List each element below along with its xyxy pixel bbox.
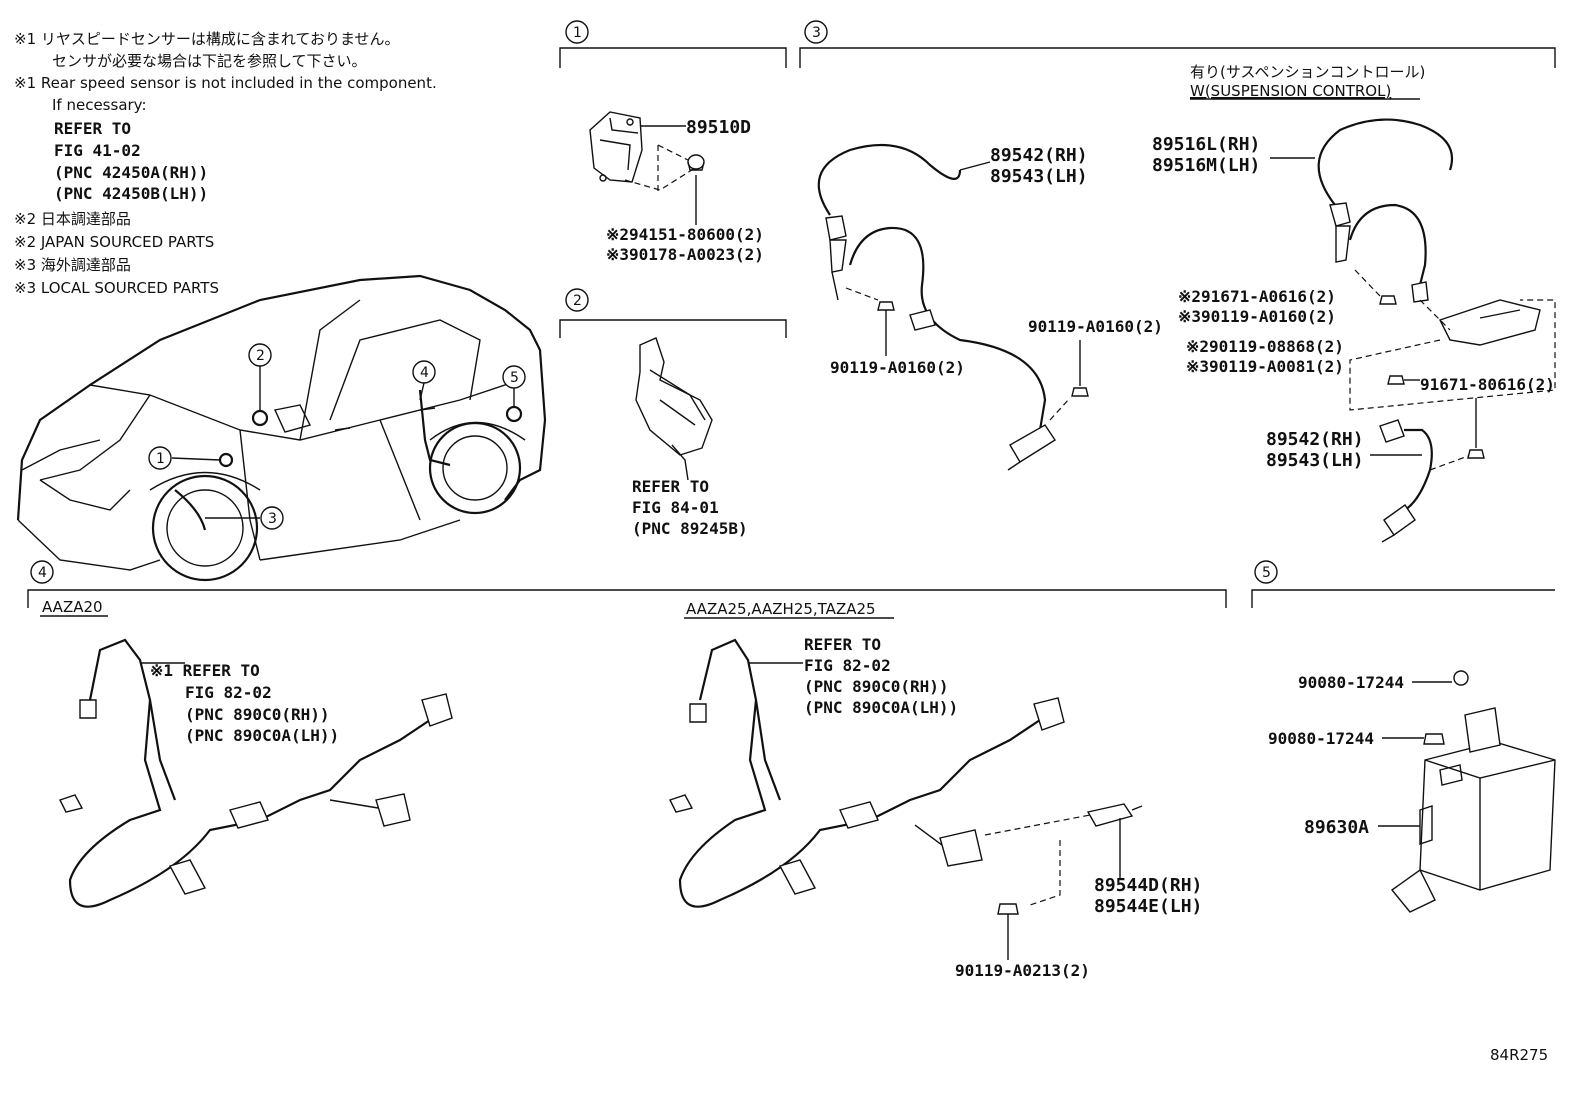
refer-sec4a-1: ※1 REFER TO <box>150 661 260 680</box>
section-1-number: 1 <box>573 25 582 41</box>
note-1-jp-a: ※1 リヤスピードセンサーは構成に含まれておりません。 <box>14 30 400 48</box>
section-5-number: 5 <box>1262 565 1271 581</box>
note-2-jp: ※2 日本調達部品 <box>14 210 131 228</box>
figure-id: 84R275 <box>1490 1046 1548 1064</box>
part-89543-lh-b: 89543(LH) <box>1266 450 1364 471</box>
section-4: 4 AAZA20 AAZA25,AAZH25,TAZA25 ※1 REFER T… <box>27 560 1227 980</box>
bolt-91671-80616: 91671-80616(2) <box>1420 375 1555 394</box>
variant-aaza20: AAZA20 <box>42 598 103 616</box>
refer-sec2-3: (PNC 89245B) <box>632 519 748 538</box>
notes-sourcing: ※2 日本調達部品 ※2 JAPAN SOURCED PARTS ※3 海外調達… <box>14 210 219 297</box>
part-89544E-lh: 89544E(LH) <box>1094 896 1202 917</box>
part-89516M-lh: 89516M(LH) <box>1152 155 1260 176</box>
part-89630A: 89630A <box>1304 817 1369 838</box>
part-89543-lh-a: 89543(LH) <box>990 166 1088 187</box>
note-3-en: ※3 LOCAL SOURCED PARTS <box>14 279 219 297</box>
vehicle-callouts: 1 2 3 4 5 <box>148 343 526 530</box>
section-4-number: 4 <box>38 565 47 581</box>
part-89542-rh-b: 89542(RH) <box>1266 429 1364 450</box>
callout-5: 5 <box>510 370 519 386</box>
bolt-290119-08868: ※290119-08868(2) <box>1186 337 1344 356</box>
callout-1: 1 <box>156 451 165 467</box>
section-3-number: 3 <box>812 25 821 41</box>
section-3: 3 89542(RH) 89543(LH) 90119-A0160(2) 901… <box>799 20 1556 543</box>
note-1-if: If necessary: <box>52 96 147 114</box>
notes-block: ※1 リヤスピードセンサーは構成に含まれておりません。 センサが必要な場合は下記… <box>14 30 437 114</box>
callout-4: 4 <box>420 365 429 381</box>
part-390178-A0023: ※390178-A0023(2) <box>606 245 764 264</box>
bolt-90119-A0213: 90119-A0213(2) <box>955 961 1090 980</box>
bolt-90119-A0160-b: 90119-A0160(2) <box>830 358 965 377</box>
refer-sec2-2: FIG 84-01 <box>632 498 719 517</box>
note-refer-3: (PNC 42450A(RH)) <box>54 163 208 182</box>
note-1-en: ※1 Rear speed sensor is not included in … <box>14 74 437 92</box>
variant-aaza25: AAZA25,AAZH25,TAZA25 <box>686 600 876 618</box>
suspension-jp: 有り(サスペンションコントロール) <box>1190 63 1425 81</box>
notes-refer: REFER TO FIG 41-02 (PNC 42450A(RH)) (PNC… <box>54 119 208 203</box>
note-2-en: ※2 JAPAN SOURCED PARTS <box>14 233 214 251</box>
part-89516L-rh: 89516L(RH) <box>1152 134 1260 155</box>
bolt-390119-A0160: ※390119-A0160(2) <box>1178 307 1336 326</box>
note-refer-2: FIG 41-02 <box>54 141 141 160</box>
part-294151-80600: ※294151-80600(2) <box>606 225 764 244</box>
refer-sec4a-3: (PNC 890C0(RH)) <box>185 705 330 724</box>
refer-sec4b-4: (PNC 890C0A(LH)) <box>804 698 958 717</box>
callout-3: 3 <box>268 511 277 527</box>
section-5: 5 90080-17244 90080-17244 89630A <box>1251 560 1556 913</box>
clip-90080-17244-b: 90080-17244 <box>1268 729 1374 748</box>
refer-sec4b-1: REFER TO <box>804 635 881 654</box>
refer-sec4b-3: (PNC 890C0(RH)) <box>804 677 949 696</box>
refer-sec4a-4: (PNC 890C0A(LH)) <box>185 726 339 745</box>
section-1: 1 89510D ※294151-80600(2) ※390178-A0023(… <box>559 20 787 264</box>
suspension-en: W(SUSPENSION CONTROL) <box>1190 82 1391 100</box>
part-89510D: 89510D <box>686 117 751 138</box>
note-3-jp: ※3 海外調達部品 <box>14 256 131 274</box>
part-89542-rh-a: 89542(RH) <box>990 145 1088 166</box>
bolt-291671-A0616: ※291671-A0616(2) <box>1178 287 1336 306</box>
note-1-jp-b: センサが必要な場合は下記を参照して下さい。 <box>52 52 367 70</box>
refer-sec4b-2: FIG 82-02 <box>804 656 891 675</box>
refer-sec2-1: REFER TO <box>632 477 709 496</box>
refer-sec4a-2: FIG 82-02 <box>185 683 272 702</box>
clip-90080-17244-a: 90080-17244 <box>1298 673 1404 692</box>
bolt-90119-A0160-a: 90119-A0160(2) <box>1028 317 1163 336</box>
note-refer-4: (PNC 42450B(LH)) <box>54 184 208 203</box>
vehicle-illustration <box>16 274 547 582</box>
section-2-number: 2 <box>573 293 582 309</box>
part-89544D-rh: 89544D(RH) <box>1094 875 1202 896</box>
callout-2: 2 <box>256 348 265 364</box>
note-refer-1: REFER TO <box>54 119 131 138</box>
bolt-390119-A0081: ※390119-A0081(2) <box>1186 357 1344 376</box>
section-2: 2 REFER TO FIG 84-01 (PNC 89245B) <box>559 288 787 538</box>
